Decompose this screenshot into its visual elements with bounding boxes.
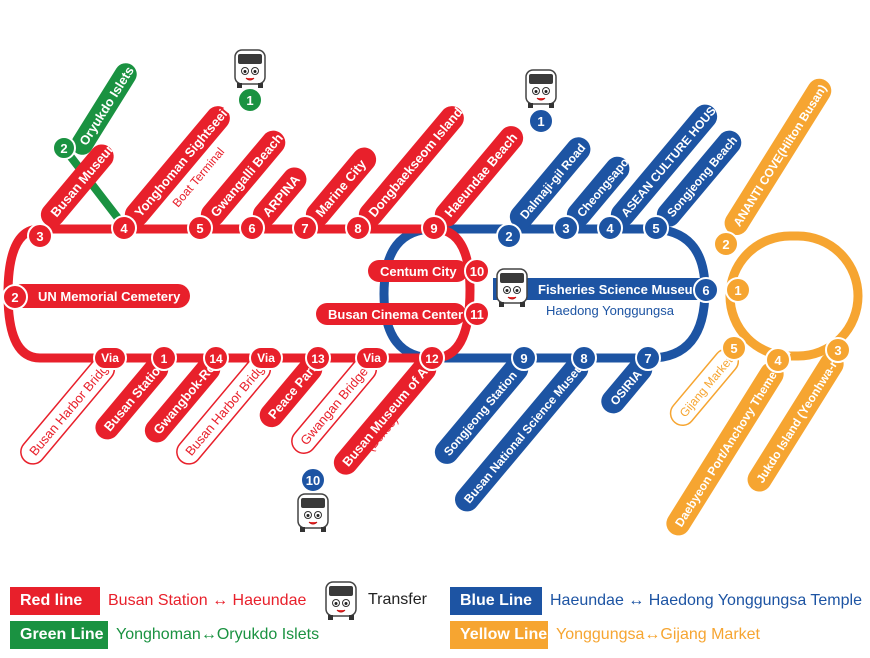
blue-stop-9: 9	[520, 351, 527, 366]
green-stop-2-number: 2	[60, 141, 67, 156]
blue-stop-3: 3	[562, 221, 569, 236]
red-stop-1: 1	[161, 352, 168, 366]
legend-yellow: Yellow Line Yonggungsa↔Gijang Market	[450, 621, 760, 649]
red-stop-10: 10	[470, 264, 484, 279]
red-stop-4: 4	[120, 221, 128, 236]
bus-mascot-icon	[496, 268, 528, 308]
fisheries-label: Fisheries Science Museum	[538, 282, 704, 297]
blue-stop-2: 2	[505, 229, 512, 244]
red-stop-3: 3	[36, 229, 43, 244]
haeundae-beach-label: Haeundae Beach	[441, 130, 520, 220]
yellow-stop-2: 2	[722, 237, 729, 252]
red-via-3: Via	[363, 351, 381, 365]
yellow-line	[725, 231, 863, 361]
red-via-1: Via	[101, 351, 119, 365]
blue-stop-6: 6	[702, 283, 709, 298]
red-stop-7: 7	[301, 221, 308, 236]
un-memorial-label: UN Memorial Cemetery	[38, 289, 181, 304]
blue-bottom-stops: 9 8 7 10	[300, 345, 661, 493]
legend-red: Red line Busan Station ↔ Haeundae	[10, 587, 306, 615]
yellow-stop-1: 1	[734, 283, 741, 298]
fisheries-stop: Fisheries Science Museum Haedong Yonggun…	[538, 277, 719, 318]
legend-green-desc: Yonghoman↔Oryukdo Islets	[116, 626, 320, 643]
bus-mascot-icon	[325, 581, 357, 620]
legend-blue: Blue Line Haeundae ↔ Haedong Yonggungsa …	[450, 587, 862, 615]
red-stop-14: 14	[209, 352, 223, 366]
legend-yellow-desc: Yonggungsa↔Gijang Market	[556, 626, 760, 643]
oryukdo-label: Oryukdo Islets	[76, 64, 137, 149]
blue-stop-10: 10	[306, 473, 320, 488]
legend-blue-desc: Haeundae ↔ Haedong Yonggungsa Temple	[550, 592, 862, 609]
green-stop-1: 1	[237, 87, 263, 113]
bus-mascot-icon	[525, 69, 557, 109]
red-stop-12: 12	[425, 352, 439, 366]
legend-red-tag: Red line	[10, 587, 100, 615]
red-via-2: Via	[257, 351, 275, 365]
legend-blue-tag: Blue Line	[450, 587, 542, 615]
red-bottom-labels: Busan Harbor Bridge Busan Station Gwangb…	[20, 356, 437, 475]
bus-mascot-icon	[297, 493, 329, 533]
red-top-stops: 3 4 5 6 7 8 9 2	[2, 215, 447, 310]
bus-mascot-icon	[234, 49, 266, 89]
yonggungsa-sub-label: Haedong Yonggungsa	[546, 303, 675, 318]
yellow-stop-5: 5	[730, 341, 737, 356]
red-stop-9: 9	[430, 221, 437, 236]
green-stop-2-marker	[52, 136, 76, 160]
yellow-stop-4: 4	[774, 353, 782, 368]
busan-cinema-label: Busan Cinema Center	[328, 307, 463, 322]
blue-stop-1: 1	[537, 114, 544, 129]
blue-stop-5: 5	[652, 221, 659, 236]
legend-green-tag: Green Line	[10, 621, 108, 649]
ananti-label: ANANTI COVE(Hilton Busan)	[730, 82, 829, 229]
red-stop-2: 2	[11, 290, 18, 305]
blue-stop-4: 4	[606, 221, 614, 236]
legend-yellow-tag: Yellow Line	[450, 621, 548, 649]
legend-green: Green Line Yonghoman↔Oryukdo Islets	[10, 621, 319, 649]
busan-harbor-bridge-label: Busan Harbor Bridge	[26, 356, 116, 459]
yellow-stop-3: 3	[834, 343, 841, 358]
red-stop-8: 8	[354, 221, 361, 236]
red-bottom-stops: Via 1 14 Via 13 Via 12	[93, 345, 445, 371]
blue-stop-7: 7	[644, 351, 651, 366]
blue-top-stops: 2 3 4 5 1	[496, 108, 669, 249]
green-stop-oryukdo	[71, 63, 137, 155]
green-stop-1-number: 1	[246, 93, 253, 108]
red-line: UN Memorial Cemetery	[3, 224, 475, 363]
legend-transfer: Transfer	[324, 580, 427, 620]
red-stop-5: 5	[196, 221, 203, 236]
red-stop-6: 6	[248, 221, 255, 236]
red-stop-13: 13	[311, 352, 325, 366]
gijang-label: Gijang Market	[677, 353, 736, 420]
blue-bottom-labels: Songjeong Station Busan National Science…	[434, 353, 653, 512]
red-inner-stops: Centum City 10 Busan Cinema Center 11	[316, 258, 490, 327]
blue-stop-8: 8	[580, 351, 587, 366]
centum-city-label: Centum City	[380, 264, 457, 279]
legend-red-desc: Busan Station ↔ Haeundae	[108, 592, 307, 609]
red-stop-11: 11	[470, 307, 484, 322]
yellow-stops: 1 2 3 4 5	[713, 231, 851, 373]
legend-transfer-label: Transfer	[368, 591, 427, 608]
